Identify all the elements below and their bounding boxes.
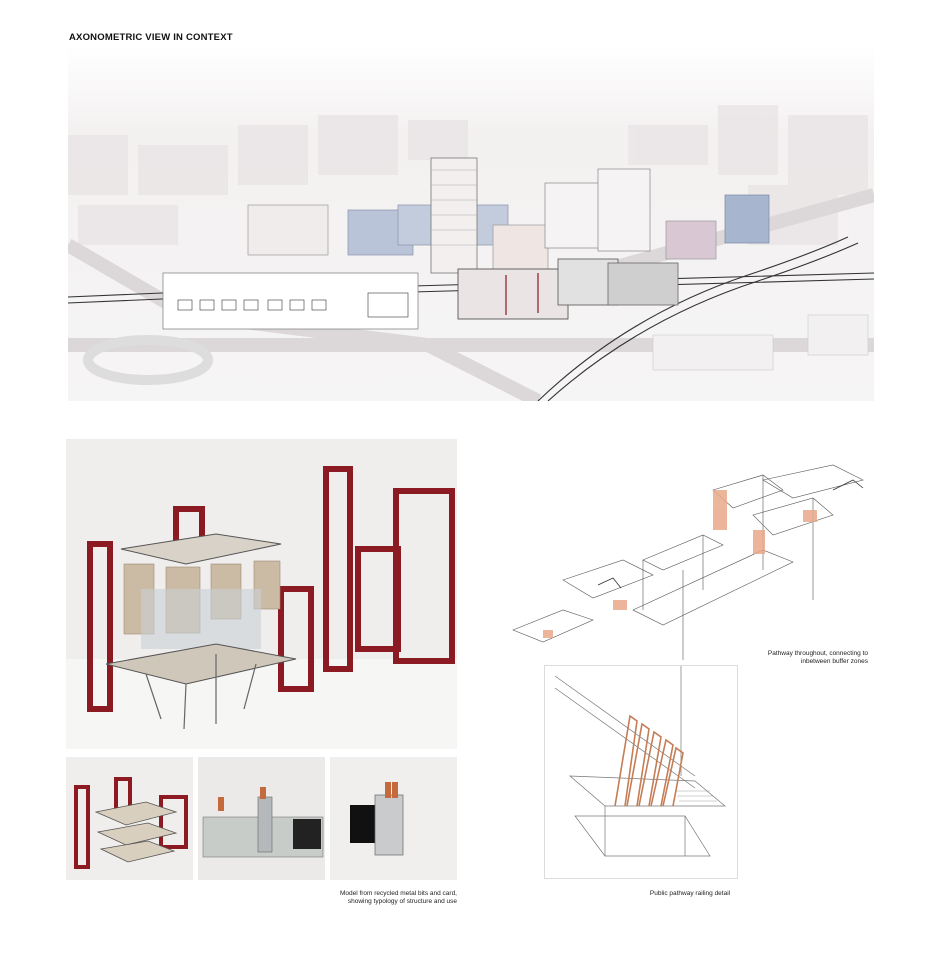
- pathway-sketch: [503, 460, 879, 660]
- model-photo-small-1: [66, 757, 193, 880]
- railing-caption: Public pathway railing detail: [649, 890, 731, 897]
- railing-detail-drawing: [544, 665, 738, 879]
- model-caption: Model from recycled metal bits and card,…: [339, 890, 457, 905]
- pathway-caption: Pathway throughout, connecting to inbetw…: [767, 650, 868, 665]
- page-title: AXONOMETRIC VIEW IN CONTEXT: [69, 32, 233, 43]
- model-photo-small-3: [330, 757, 457, 880]
- axonometric-context-view: [68, 45, 874, 401]
- model-photo-main: [66, 439, 457, 749]
- model-photo-small-2: [198, 757, 325, 880]
